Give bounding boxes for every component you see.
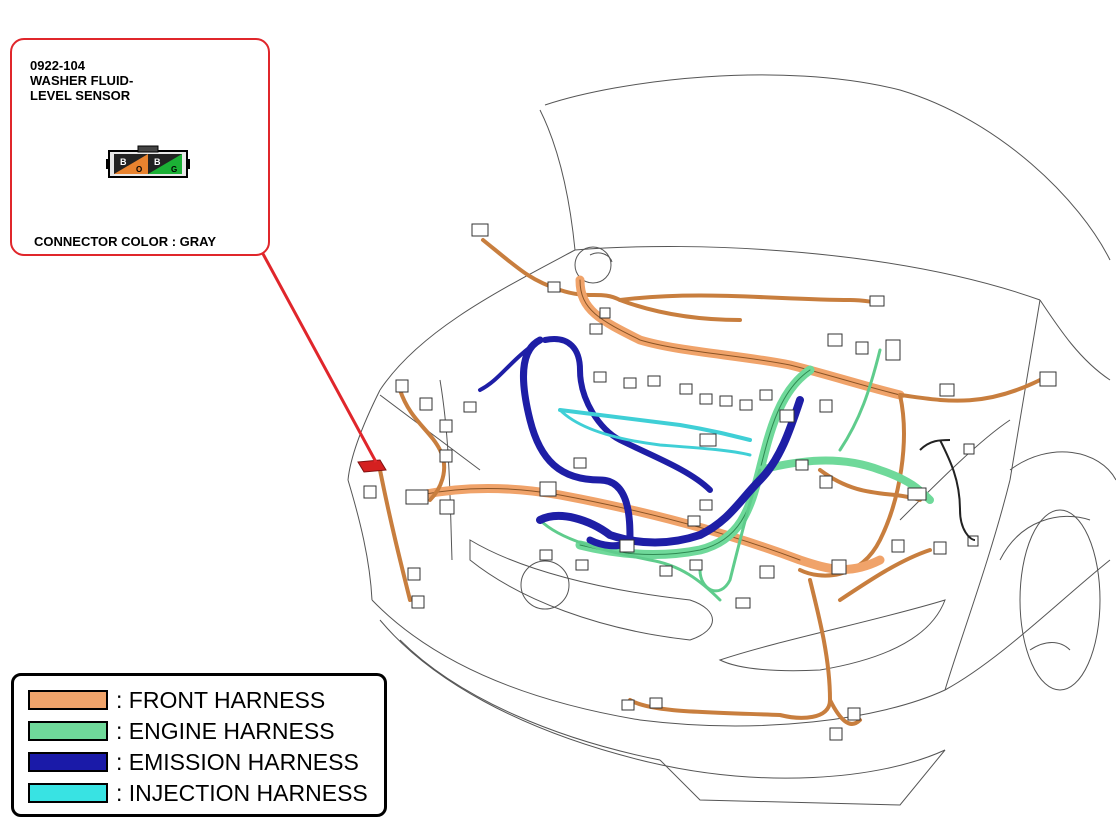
legend-label-injection: : INJECTION HARNESS <box>116 779 368 806</box>
legend-item-front: : FRONT HARNESS <box>28 686 325 714</box>
harness-legend: : FRONT HARNESS : ENGINE HARNESS : EMISS… <box>11 673 387 817</box>
pin2-wire: G <box>171 165 177 174</box>
legend-swatch-emission <box>28 752 108 772</box>
connector-face-icon: B O B G <box>106 145 190 178</box>
callout-leader-line <box>260 251 378 463</box>
legend-item-emission: : EMISSION HARNESS <box>28 748 359 776</box>
pin1-wire: O <box>136 165 142 174</box>
legend-swatch-engine <box>28 721 108 741</box>
legend-label-emission: : EMISSION HARNESS <box>116 748 359 775</box>
connector-name: WASHER FLUID- LEVEL SENSOR <box>30 73 134 103</box>
misc-wiring <box>919 439 976 541</box>
washer-fluid-sensor-marker <box>357 459 387 473</box>
legend-label-front: : FRONT HARNESS <box>116 686 326 713</box>
pin2-label: B <box>154 157 161 167</box>
connectors <box>363 223 1057 741</box>
pin1-label: B <box>120 157 127 167</box>
legend-item-injection: : INJECTION HARNESS <box>28 779 368 807</box>
legend-swatch-injection <box>28 783 108 803</box>
legend-label-engine: : ENGINE HARNESS <box>116 717 335 744</box>
injection-harness <box>558 408 752 457</box>
front-harness <box>378 238 1042 726</box>
legend-item-engine: : ENGINE HARNESS <box>28 717 335 745</box>
connector-code: 0922-104 <box>30 58 85 73</box>
vehicle-outline <box>347 74 1116 806</box>
legend-swatch-front <box>28 690 108 710</box>
connector-callout: 0922-104 WASHER FLUID- LEVEL SENSOR B O … <box>10 38 270 256</box>
connector-color-label: CONNECTOR COLOR : GRAY <box>34 234 217 249</box>
